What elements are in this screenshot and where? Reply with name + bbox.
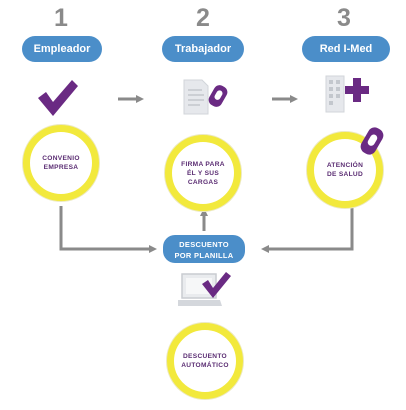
step-title-empleador: Empleador <box>22 36 102 62</box>
card-icon <box>358 124 386 163</box>
checkmark-icon <box>36 78 80 123</box>
step-title-red-imed: Red I-Med <box>302 36 390 62</box>
medical-building-icon <box>318 74 370 119</box>
descuento-planilla-pill: DESCUENTO POR PLANILLA <box>163 235 245 263</box>
circle-descuento-automatico: DESCUENTO AUTOMÁTICO <box>167 323 243 399</box>
step-number-2: 2 <box>196 4 210 32</box>
circle-text-2: FIRMA PARA ÉL Y SUS CARGAS <box>181 160 225 186</box>
circle-text-3: ATENCIÓN DE SALUD <box>326 162 364 178</box>
arrow-3-to-center <box>261 206 354 253</box>
arrow-1-to-center <box>59 206 157 253</box>
circle-text-center: DESCUENTO AUTOMÁTICO <box>181 353 229 369</box>
circle-atencion-salud: ATENCIÓN DE SALUD <box>307 132 383 208</box>
step-number-1: 1 <box>54 4 68 32</box>
document-card-icon <box>182 78 232 123</box>
circle-firma: FIRMA PARA ÉL Y SUS CARGAS <box>165 135 241 211</box>
step-title-trabajador: Trabajador <box>162 36 244 62</box>
circle-text-1: CONVENIO EMPRESA <box>42 155 80 171</box>
circle-convenio-empresa: CONVENIO EMPRESA <box>23 125 99 201</box>
laptop-check-icon <box>176 270 234 315</box>
step-number-3: 3 <box>337 4 351 32</box>
